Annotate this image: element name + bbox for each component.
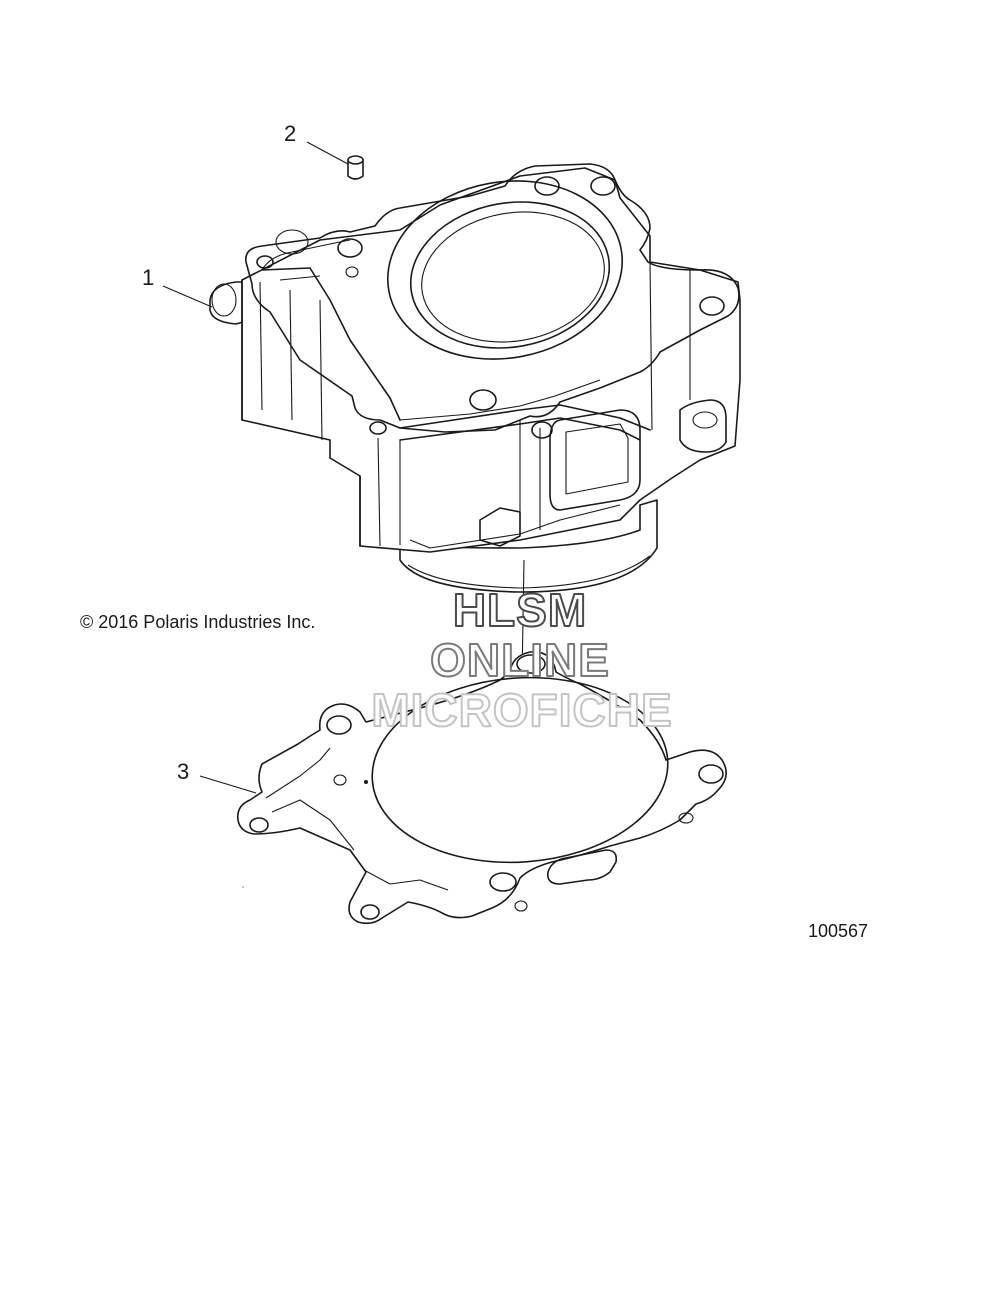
leader-line-3 <box>199 775 257 794</box>
leader-line-1 <box>162 285 213 308</box>
watermark-line-2: ONLINE <box>430 634 610 686</box>
callout-2[interactable]: 2 <box>284 121 296 146</box>
leader-line-2 <box>306 141 349 165</box>
stray-dot <box>242 886 244 888</box>
callout-1[interactable]: 1 <box>142 265 154 290</box>
watermark: HLSM ONLINE MICROFICHE <box>370 583 672 737</box>
figure-number: 100567 <box>808 921 868 941</box>
callout-3[interactable]: 3 <box>177 759 189 784</box>
cylinder-part[interactable] <box>209 163 741 593</box>
copyright-text: © 2016 Polaris Industries Inc. <box>80 612 315 632</box>
head-gasket-part[interactable] <box>236 651 727 925</box>
dowel-pin-part[interactable] <box>347 155 364 180</box>
watermark-line-3: MICROFICHE <box>371 684 672 736</box>
watermark-line-1: HLSM <box>453 584 587 636</box>
